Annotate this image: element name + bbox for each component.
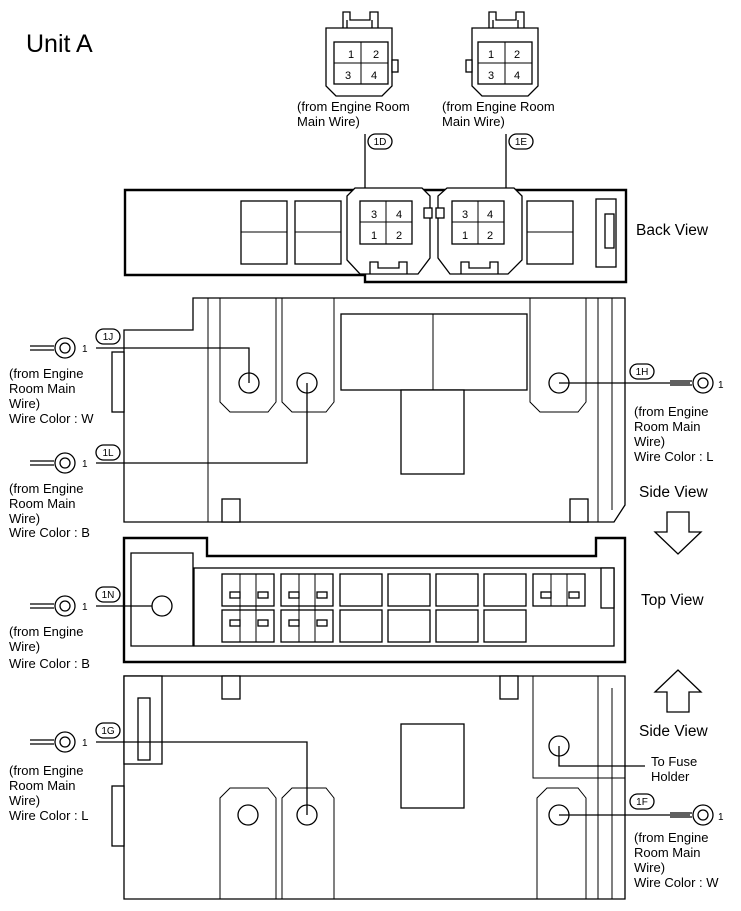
svg-text:1D: 1D [374, 137, 387, 148]
terminal-1f: 1F 1 [559, 793, 724, 826]
fuse-holder-text-1: To Fuse [651, 754, 697, 769]
connector-1e-tag: 1E [508, 133, 534, 150]
1j-text-3: Wire) [9, 396, 40, 411]
terminal-1g-tag: 1G [101, 726, 115, 737]
diagram-title: Unit A [26, 30, 93, 58]
1e-top-pin-3: 3 [488, 70, 494, 82]
1j-text-4: Wire Color : W [9, 411, 94, 426]
down-arrow-icon [653, 511, 703, 555]
1n-text-3: Wire Color : B [9, 656, 90, 671]
up-arrow-icon [653, 669, 703, 713]
terminal-1j: 1 1J [30, 328, 250, 383]
side-view-lower-housing [111, 675, 626, 900]
terminal-1j-tag: 1J [103, 332, 114, 343]
1d-back-pin-3: 3 [371, 209, 377, 221]
1j-text-1: (from Engine [9, 366, 83, 381]
terminal-1g-tag-outline [95, 722, 121, 739]
top-view-label: Top View [641, 592, 704, 609]
1f-text-2: Room Main [634, 845, 700, 860]
1e-back-pin-1: 1 [462, 230, 468, 242]
1g-text-4: Wire Color : L [9, 808, 88, 823]
terminal-1h-tag-outline [629, 363, 655, 380]
1d-top-pin-1: 1 [348, 49, 354, 61]
1e-source-line-1: (from Engine Room [442, 99, 555, 114]
1e-back-pin-4: 4 [487, 209, 493, 221]
1g-text-2: Room Main [9, 778, 75, 793]
1h-pin: 1 [718, 380, 724, 391]
terminal-1l-tag: 1L [102, 448, 114, 459]
connector-1e-plug: 1 2 3 4 [465, 11, 539, 97]
1d-back-pin-1: 1 [371, 230, 377, 242]
top-view-housing [122, 536, 627, 664]
back-view-connector-1e: 3 4 1 2 [435, 187, 523, 275]
1d-source-line-2: Main Wire) [297, 114, 360, 129]
terminal-1l-tag-outline [95, 444, 121, 461]
1h-text-2: Room Main [634, 419, 700, 434]
side-view-upper-label: Side View [639, 484, 708, 501]
1n-text-1: (from Engine [9, 624, 83, 639]
1e-top-pin-4: 4 [514, 70, 520, 82]
terminal-1n-tag: 1N [102, 590, 115, 601]
terminal-1h-tag: 1H [636, 367, 649, 378]
1d-top-pin-2: 2 [373, 49, 379, 61]
connector-1d-plug: 1 2 3 4 [325, 11, 399, 97]
fuse-holder-text-2: Holder [651, 769, 690, 784]
1g-pin: 1 [82, 738, 88, 749]
1e-top-pin-2: 2 [514, 49, 520, 61]
1h-text-3: Wire) [634, 434, 665, 449]
1d-top-pin-4: 4 [371, 70, 377, 82]
back-view-label: Back View [636, 222, 709, 239]
terminal-1n-tag-outline [95, 586, 121, 603]
1e-back-pin-2: 2 [487, 230, 493, 242]
1f-text-3: Wire) [634, 860, 665, 875]
terminal-1h: 1H 1 [559, 363, 724, 394]
1j-text-2: Room Main [9, 381, 75, 396]
1n-text-2: Wire) [9, 639, 40, 654]
1f-text-4: Wire Color : W [634, 875, 719, 890]
back-view-connector-1d: 3 4 1 2 [346, 187, 433, 275]
1l-pin: 1 [82, 459, 88, 470]
1l-text-4: Wire Color : B [9, 525, 90, 540]
1h-text-1: (from Engine [634, 404, 708, 419]
terminal-1f-tag: 1F [636, 797, 648, 808]
terminal-1j-tag-outline [95, 328, 121, 345]
terminal-1n: 1 1N [30, 586, 173, 617]
svg-text:1E: 1E [515, 137, 528, 148]
1f-text-1: (from Engine [634, 830, 708, 845]
side-view-lower-label: Side View [639, 723, 708, 740]
1j-pin: 1 [82, 344, 88, 355]
terminal-1l: 1 1L [30, 383, 308, 474]
1e-top-pin-1: 1 [488, 49, 494, 61]
1e-back-pin-3: 3 [462, 209, 468, 221]
1h-text-4: Wire Color : L [634, 449, 713, 464]
1l-text-2: Room Main [9, 496, 75, 511]
1d-back-pin-4: 4 [396, 209, 402, 221]
1d-back-pin-2: 2 [396, 230, 402, 242]
1d-top-pin-3: 3 [345, 70, 351, 82]
terminal-1g: 1 1G [30, 722, 308, 815]
connector-1d-tag: 1D [367, 133, 393, 150]
side-view-upper-housing [111, 297, 626, 523]
1n-pin: 1 [82, 602, 88, 613]
1g-text-3: Wire) [9, 793, 40, 808]
1l-text-1: (from Engine [9, 481, 83, 496]
1g-text-1: (from Engine [9, 763, 83, 778]
terminal-1f-tag-outline [629, 793, 655, 810]
1f-pin: 1 [718, 812, 724, 823]
1l-text-3: Wire) [9, 511, 40, 526]
1e-source-line-2: Main Wire) [442, 114, 505, 129]
1d-source-line-1: (from Engine Room [297, 99, 410, 114]
